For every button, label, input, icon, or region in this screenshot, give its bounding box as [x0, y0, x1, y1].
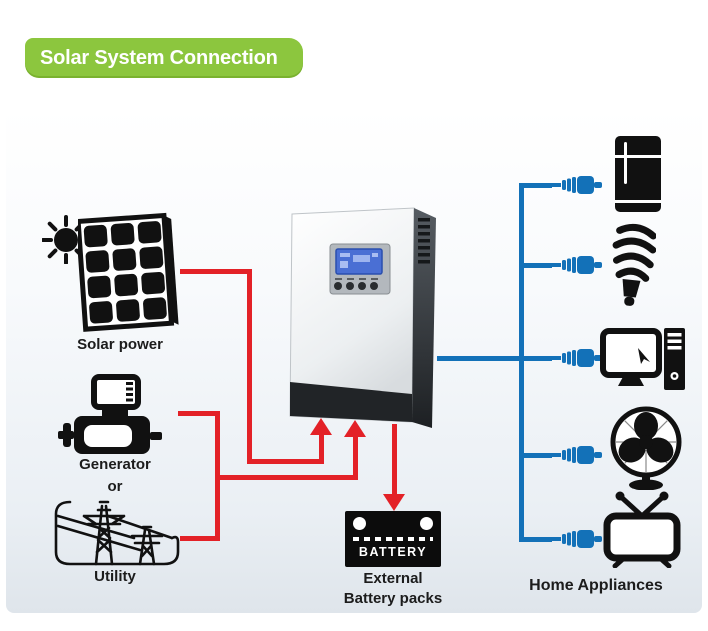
- fan-icon: [610, 406, 682, 490]
- ac-input-line-horizontal: [215, 475, 358, 480]
- refrigerator-icon: [615, 136, 661, 212]
- branch-refrigerator: [519, 183, 552, 188]
- ac-input-arrowhead: [344, 420, 366, 437]
- generator-input-line: [178, 411, 220, 416]
- battery-line-vertical: [392, 424, 397, 496]
- battery-caption-line2: Battery packs: [343, 590, 443, 607]
- title-banner: Solar System Connection: [25, 38, 303, 78]
- battery-box-label: BATTERY: [358, 545, 428, 559]
- battery-arrowhead: [383, 494, 405, 511]
- cfl-bulb-icon: [612, 223, 656, 306]
- lcd-display: [329, 243, 391, 295]
- battery-terminal: [353, 517, 366, 530]
- generator-icon: [58, 374, 162, 454]
- utility-label: Utility: [94, 568, 136, 585]
- inverter-bottom-wedge: [290, 382, 412, 422]
- utility-input-line: [180, 536, 220, 541]
- power-plug-icon: [550, 176, 602, 194]
- tv-icon: [603, 491, 681, 568]
- battery-icon: BATTERY: [345, 511, 441, 567]
- solar-input-arrow-shaft: [319, 433, 324, 464]
- output-line-horizontal: [437, 356, 552, 361]
- computer-icon: [600, 328, 685, 390]
- battery-caption-line1: External: [363, 570, 423, 587]
- cursor-arrow-icon: [638, 348, 650, 364]
- battery-dashes: [353, 537, 433, 541]
- solar-inverter-unit: [289, 207, 436, 428]
- or-label: or: [107, 478, 123, 495]
- battery-terminal: [420, 517, 433, 530]
- branch-bulb: [519, 263, 552, 268]
- output-bus-vertical: [519, 183, 524, 542]
- ac-input-arrow-shaft: [353, 436, 358, 480]
- generator-label: Generator: [79, 456, 151, 473]
- power-plug-icon: [550, 446, 602, 464]
- branch-tv: [519, 537, 552, 542]
- power-plug-icon: [550, 530, 602, 548]
- page-title: Solar System Connection: [40, 47, 278, 69]
- branch-fan: [519, 453, 552, 458]
- solar-input-arrowhead: [310, 418, 332, 435]
- power-plug-icon: [550, 349, 602, 367]
- home-appliances-label: Home Appliances: [529, 577, 663, 594]
- solar-panel-icon: [78, 212, 179, 332]
- solar-input-line-horizontal-2: [247, 459, 324, 464]
- solar-power-label: Solar power: [77, 336, 163, 353]
- power-plug-icon: [550, 256, 602, 274]
- solar-input-line-horizontal: [180, 269, 252, 274]
- vent-slots: [418, 218, 430, 264]
- utility-towers-icon: [54, 500, 180, 566]
- solar-input-line-vertical: [247, 269, 252, 464]
